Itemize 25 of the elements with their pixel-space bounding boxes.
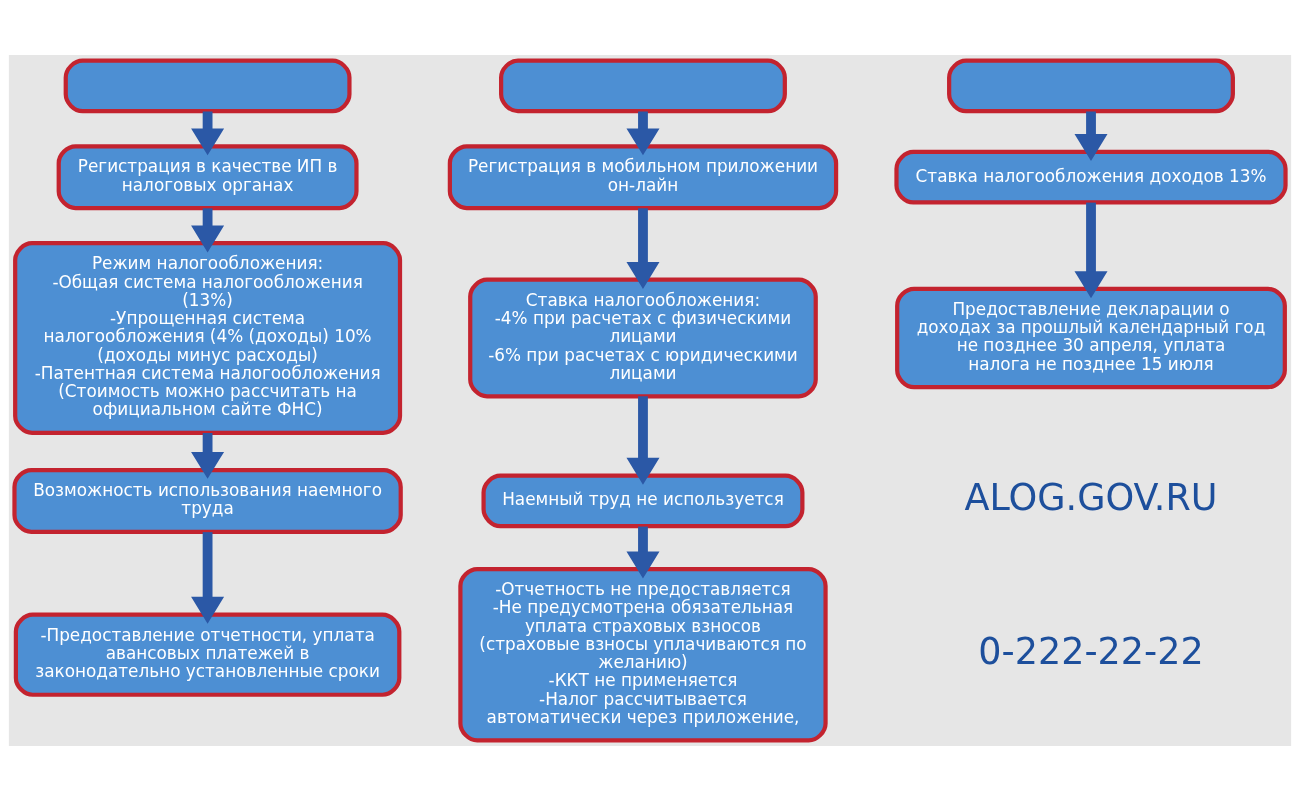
node-box	[63, 58, 352, 113]
arrow	[191, 531, 225, 624]
node-box: Регистрация в мобильном приложении он-лайн	[447, 143, 839, 210]
arrow	[1074, 111, 1108, 161]
arrow	[626, 526, 660, 578]
arrow	[626, 207, 660, 289]
node-box	[499, 58, 787, 113]
arrow	[191, 207, 225, 252]
node-box: Ставка налогообложения доходов 13%	[894, 149, 1288, 205]
node-box: Регистрация в качестве ИП в налоговых органах	[56, 143, 359, 210]
arrow	[626, 395, 660, 485]
node-box: Режим налогообложения: -Общая система налогообложения (13%) -Упрощенная система налогообложения (4% (доходы) 10% (доходы минус расходы) -Патентная система налогообложения (Стоимость можно рассчитать на официальном сайте ФНС)	[13, 240, 403, 435]
label: 0-222-22-22	[978, 629, 1204, 673]
arrow	[626, 111, 660, 155]
node-box: Возможность использования наемного труда	[12, 467, 403, 534]
arrow	[1074, 202, 1108, 298]
node-box: -Отчетность не предоставляется -Не предусмотрена обязательная уплата страховых взносов (страховые взносы уплачиваются по желанию) -ККТ не применяется -Налог рассчитывается автоматически через приложение,	[458, 566, 828, 742]
arrow	[191, 432, 225, 479]
node-box: Предоставление декларации о доходах за прошлый календарный год не позднее 30 апреля, уплата налога не позднее 15 июля	[895, 286, 1287, 389]
node-box: Ставка налогообложения: -4% при расчетах с физическими лицами -6% при расчетах с юридическими лицами	[468, 277, 818, 398]
node-box: -Предоставление отчетности, уплата авансовых платежей в законодательно установленные сроки	[13, 612, 402, 697]
label: ALOG.GOV.RU	[964, 475, 1218, 519]
arrow	[191, 111, 225, 155]
node-box: Наемный труд не используется	[481, 473, 805, 528]
node-box	[947, 58, 1235, 113]
